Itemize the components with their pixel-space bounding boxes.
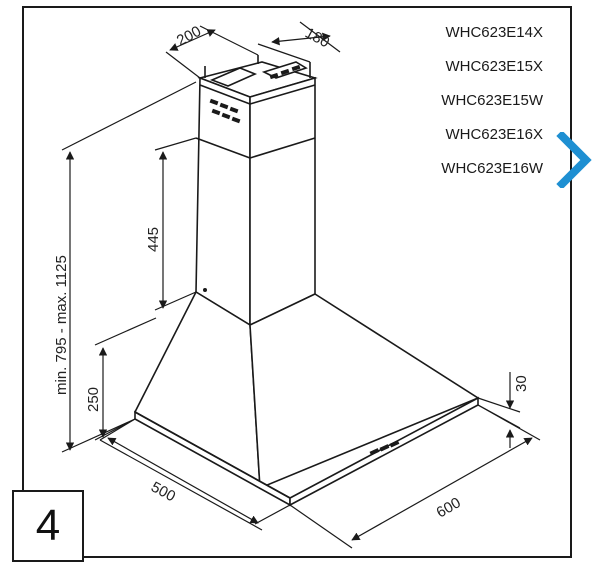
dim-canopy-height: 250 [85,387,102,412]
model-name: WHC623E16W [441,160,543,177]
dim-chimney-width: 200 [174,23,204,50]
chimney [195,55,318,327]
dim-chimney-height: 445 [145,227,162,252]
dim-front-panel-height: 30 [513,375,530,392]
chevron-right-icon[interactable] [556,130,594,190]
model-name: WHC623E15X [445,58,543,75]
dim-chimney-depth: 180 [302,25,332,52]
dim-total-height: min. 795 - max. 1125 [53,255,70,395]
chimney-vent-slots [203,64,301,292]
canopy [133,290,480,507]
model-name: WHC623E14X [445,24,543,41]
dim-hood-depth: 500 [148,479,178,506]
model-name: WHC623E16X [445,126,543,143]
page-number-badge: 4 [12,490,84,562]
dim-hood-width: 600 [434,494,464,521]
dimension-lines [61,21,541,549]
model-name: WHC623E15W [441,92,543,109]
model-list: WHC623E14X WHC623E15X WHC623E15W WHC623E… [363,20,543,190]
